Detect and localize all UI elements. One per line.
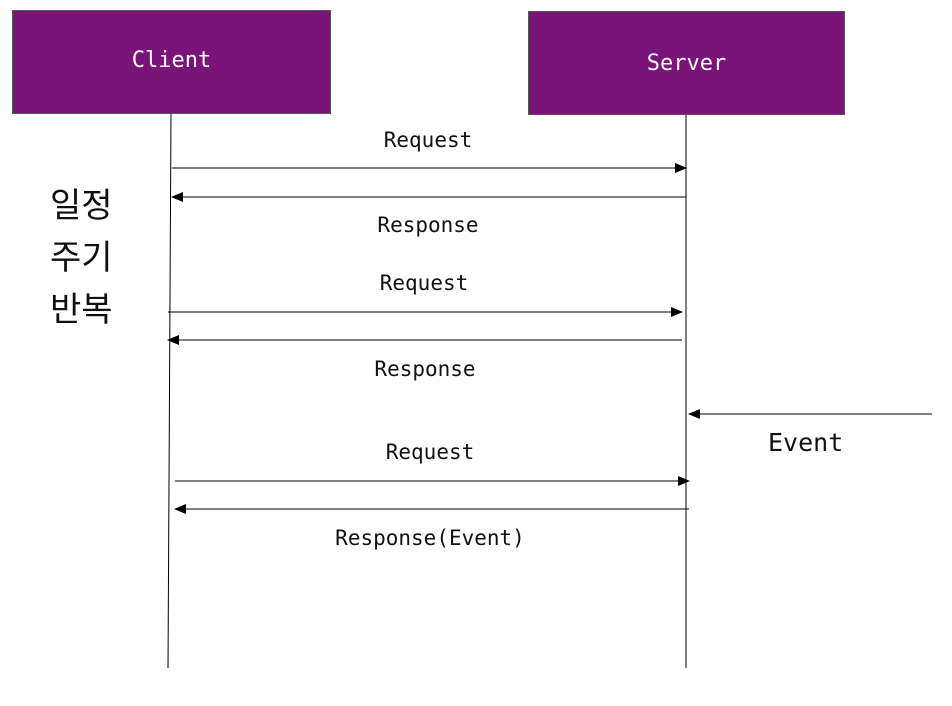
repeat-note: 일정 주기 반복 — [50, 180, 113, 336]
client-actor-box: Client — [12, 10, 331, 114]
event-label: Event — [768, 428, 844, 457]
message-label-2: Response — [377, 213, 479, 237]
message-label-3: Request — [379, 271, 469, 295]
client-actor-label: Client — [131, 47, 212, 73]
client-lifeline — [167, 112, 172, 669]
repeat-note-line-3: 반복 — [50, 290, 113, 330]
message-label-6: Response(Event) — [335, 526, 525, 550]
message-label-1: Request — [383, 128, 473, 152]
repeat-note-line-2: 주기 — [50, 238, 113, 278]
server-actor-box: Server — [528, 11, 845, 115]
message-label-5: Request — [385, 440, 475, 464]
server-actor-label: Server — [646, 50, 727, 76]
repeat-note-line-1: 일정 — [50, 186, 113, 226]
message-label-4: Response — [374, 357, 476, 381]
